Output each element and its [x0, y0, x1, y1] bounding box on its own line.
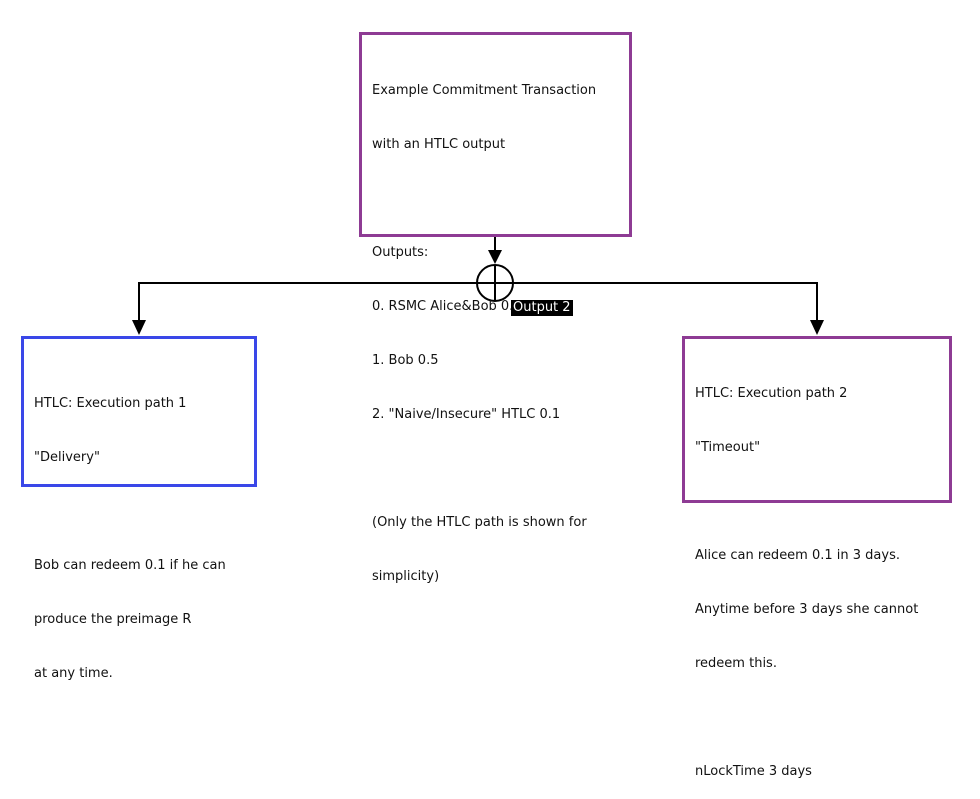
branch-right-wire [513, 282, 818, 322]
branch-left-wire [138, 282, 477, 322]
left-box-line: at any time. [34, 666, 113, 681]
right-box-line: "Timeout" [695, 440, 761, 455]
right-box-line [695, 709, 939, 727]
right-box-line: HTLC: Execution path 2 [695, 386, 848, 401]
top-box-line [372, 190, 619, 208]
top-box-line [372, 460, 619, 478]
top-box-line: 0. RSMC Alice&Bob 0.4 [372, 299, 522, 314]
arrowhead-junction-icon [488, 250, 502, 264]
top-box-line: Example Commitment Transaction [372, 83, 597, 98]
right-box-line: Anytime before 3 days she cannot [695, 602, 919, 617]
top-box-line: with an HTLC output [372, 137, 506, 152]
connector-wires [132, 237, 824, 335]
top-box-line: (Only the HTLC path is shown for [372, 515, 587, 530]
left-box-line [34, 503, 244, 521]
top-box-line: 2. "Naive/Insecure" HTLC 0.1 [372, 407, 561, 422]
arrowhead-left-icon [132, 320, 146, 335]
execution-path-2-box: HTLC: Execution path 2 "Timeout" Alice c… [682, 336, 952, 779]
right-box-line: nLockTime 3 days [695, 764, 812, 779]
left-box-line: "Delivery" [34, 450, 100, 465]
left-box-line: produce the preimage R [34, 612, 192, 627]
left-box-line: HTLC: Execution path 1 [34, 396, 187, 411]
top-box-line: 1. Bob 0.5 [372, 353, 439, 368]
top-box-line: Outputs: [372, 245, 429, 260]
output-2-label: Output 2 [511, 300, 573, 316]
output-junction-icon [476, 264, 514, 302]
right-box-line [695, 493, 939, 511]
right-box-line: Alice can redeem 0.1 in 3 days. [695, 548, 900, 563]
execution-path-1-box: HTLC: Execution path 1 "Delivery" Bob ca… [21, 336, 257, 681]
right-box-line: redeem this. [695, 656, 777, 671]
top-box-line: simplicity) [372, 569, 440, 584]
left-box-line: Bob can redeem 0.1 if he can [34, 558, 226, 573]
arrowhead-right-icon [810, 320, 824, 335]
commitment-transaction-box: Example Commitment Transaction with an H… [359, 32, 632, 584]
